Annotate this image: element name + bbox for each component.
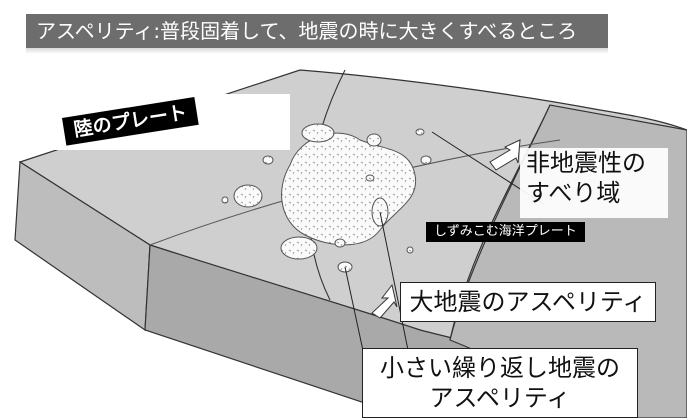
page-title: アスペリティ:普段固着して、地震の時に大きくすべるところ xyxy=(26,14,608,48)
small-eq-asperity-label: 小さい繰り返し地震の アスペリティ xyxy=(362,348,638,418)
subducting-plate-label: しずみこむ海洋プレート xyxy=(426,222,585,242)
aseismic-slip-label: 非地震性の すべり域 xyxy=(520,148,668,218)
slip-arrow-icon xyxy=(489,139,521,171)
slip-arrow-icon xyxy=(371,283,398,319)
small-asperity-patches xyxy=(221,123,432,273)
large-eq-asperity-label: 大地震のアスペリティ xyxy=(400,282,656,322)
title-shadow xyxy=(26,48,608,54)
